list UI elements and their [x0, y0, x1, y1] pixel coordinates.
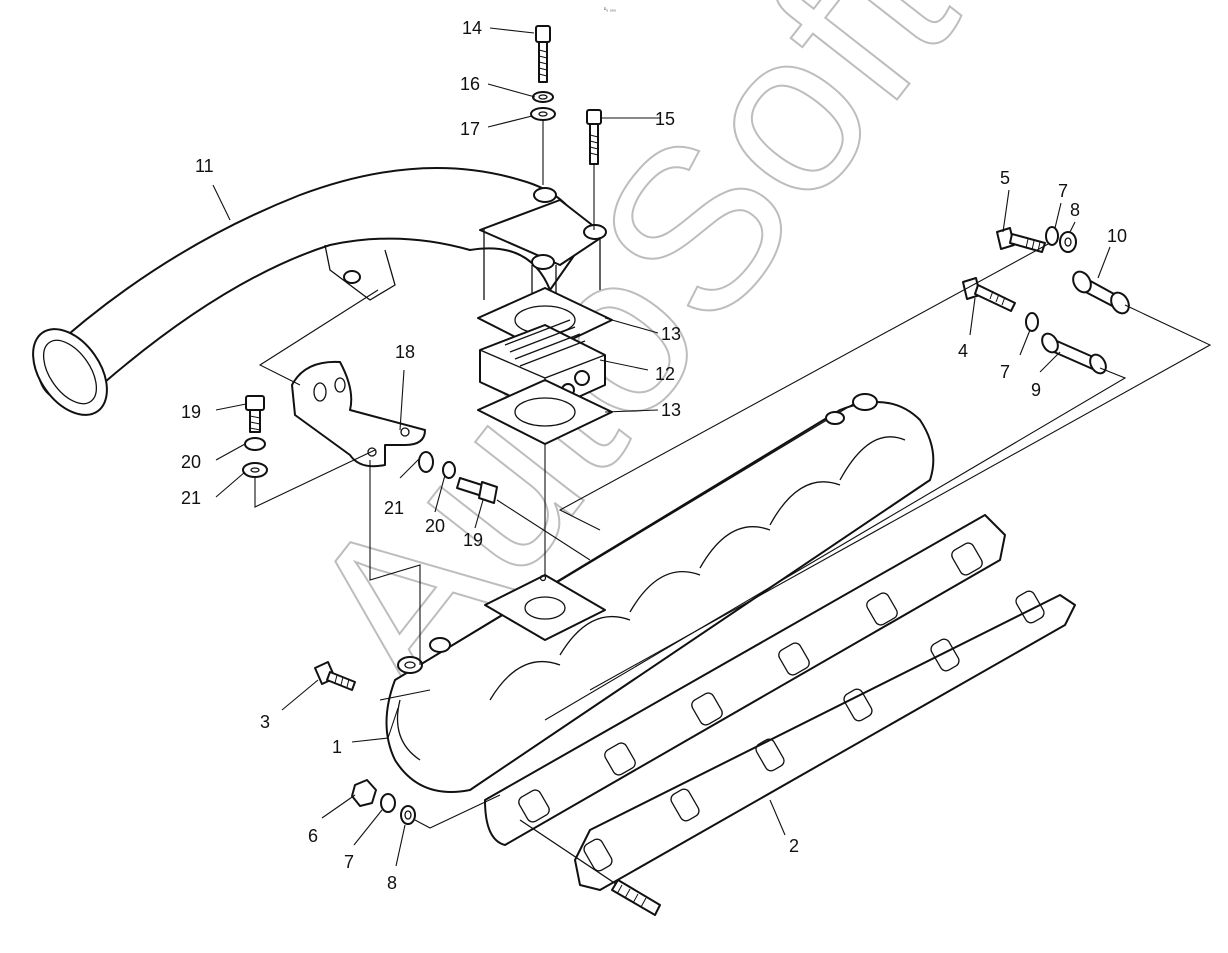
callout-19-left: 19 [181, 402, 201, 422]
bolt-19-right [456, 477, 498, 504]
callout-10: 10 [1107, 226, 1127, 246]
callout-pointers [212, 27, 1111, 867]
nut-6 [351, 779, 377, 807]
bolt-19-left [245, 395, 265, 433]
washer-8a-hole [1064, 237, 1072, 247]
washer-17-hole [538, 111, 548, 117]
assembly-lines [254, 120, 1212, 829]
washer-16-hole [538, 94, 548, 100]
callout-21-left: 21 [181, 488, 201, 508]
callout-20-right: 20 [425, 516, 445, 536]
washer-16 [532, 91, 554, 103]
callout-4: 4 [958, 341, 968, 361]
washer-20-right [442, 461, 456, 479]
mounting-bracket [291, 360, 426, 468]
drawing-code: ᴰ₀ ₀₀₀ [604, 7, 616, 13]
callout-6: 6 [308, 826, 318, 846]
callout-16: 16 [460, 74, 480, 94]
callout-3: 3 [260, 712, 270, 732]
callout-7-bottom: 7 [344, 852, 354, 872]
callout-labels: 1 2 3 4 5 6 7 7 7 8 8 9 10 11 12 13 13 1… [181, 18, 1127, 893]
callout-19-right: 19 [463, 530, 483, 550]
intake-manifold [385, 393, 935, 793]
bolt-5 [996, 227, 1046, 253]
callout-5: 5 [1000, 168, 1010, 188]
callout-12: 12 [655, 364, 675, 384]
callout-7-top: 7 [1058, 181, 1068, 201]
callout-7-mid: 7 [1000, 362, 1010, 382]
manifold-flange [484, 514, 1006, 846]
washer-7b [1025, 312, 1039, 332]
callout-14: 14 [462, 18, 482, 38]
washer-7a [1045, 226, 1059, 246]
bolt-4 [962, 277, 1016, 312]
washer-7c [380, 793, 396, 813]
callout-8-bottom: 8 [387, 873, 397, 893]
sleeve-10 [1072, 270, 1130, 315]
washer-21-right [418, 451, 434, 473]
callout-21-right: 21 [384, 498, 404, 518]
egr-valve [479, 319, 606, 413]
washer-17 [530, 107, 556, 121]
callout-2: 2 [789, 836, 799, 856]
bolt-14 [535, 25, 551, 83]
washer-21-left [242, 462, 268, 478]
callout-13-lower: 13 [661, 400, 681, 420]
crossover-pipe [32, 167, 607, 416]
manifold-gasket [574, 590, 1076, 891]
callout-18: 18 [395, 342, 415, 362]
bolt-15 [586, 109, 602, 165]
washer-8c [400, 805, 416, 825]
sleeve-9 [1041, 332, 1107, 375]
washer-21-left-hole [250, 467, 260, 473]
callout-13-upper: 13 [661, 324, 681, 344]
callout-8-top: 8 [1070, 200, 1080, 220]
washer-8a [1059, 231, 1077, 253]
washer-20-left [244, 437, 266, 451]
callout-9: 9 [1031, 380, 1041, 400]
callout-17: 17 [460, 119, 480, 139]
callout-15: 15 [655, 109, 675, 129]
bolt-3 [314, 661, 356, 691]
gasket-stud [519, 819, 661, 916]
callout-20-left: 20 [181, 452, 201, 472]
callout-1: 1 [332, 737, 342, 757]
washer-8c-hole [404, 810, 412, 820]
callout-11: 11 [195, 156, 214, 176]
